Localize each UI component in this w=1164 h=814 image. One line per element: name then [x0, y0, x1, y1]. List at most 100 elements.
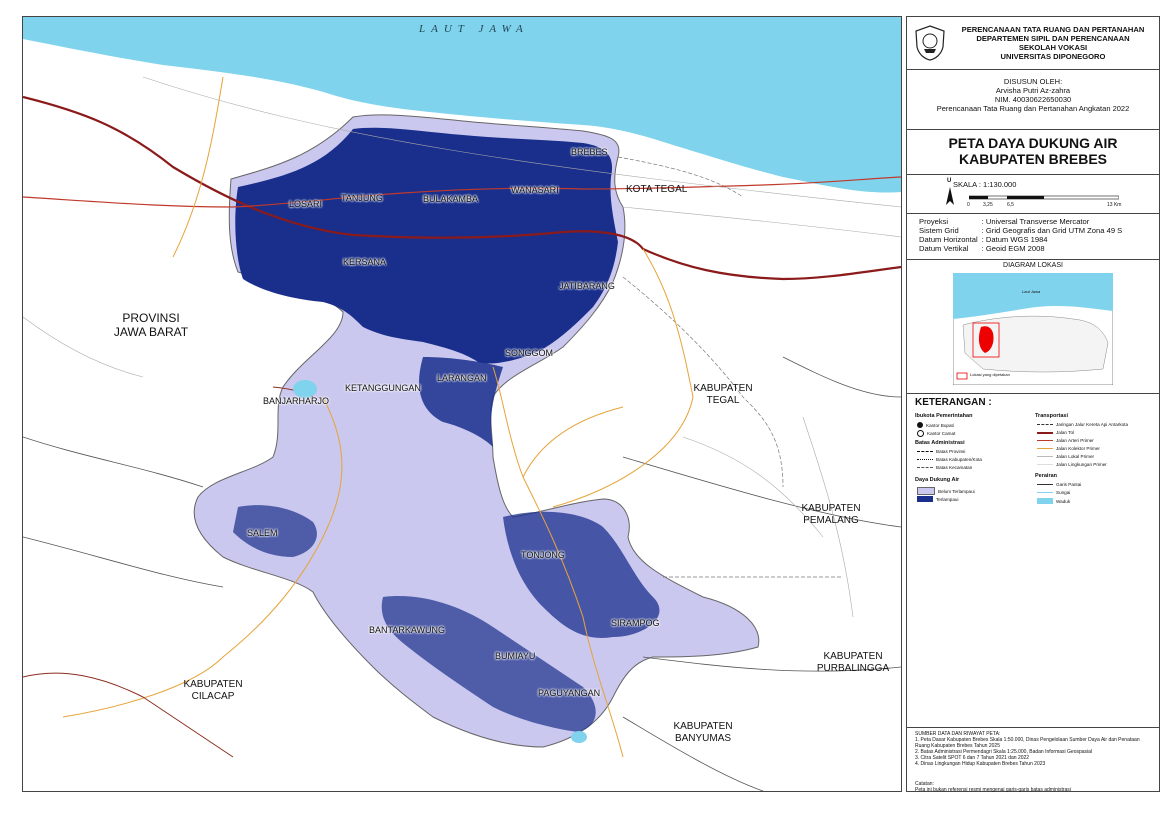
arterial-road-icon: [1037, 439, 1053, 442]
institution-line-3: SEKOLAH VOKASI: [1018, 43, 1088, 52]
collector-road: [62, 76, 694, 758]
provincial-boundary: [23, 356, 901, 791]
exceeded-bumiayu-zone: [381, 596, 596, 732]
exceeded-central-zone: [419, 357, 503, 447]
projection-block: Proyeksi: Universal Transverse Mercator …: [907, 213, 1159, 260]
province-label: PROVINSI JAWA BARAT: [113, 311, 189, 339]
kec-sirampog: SIRAMPOG: [611, 618, 660, 628]
scale-block: SKALA : 1:130.000 U 0 3,25 6,5 13 Km: [907, 175, 1159, 214]
location-diagram-block: DIAGRAM LOKASI Laut Jawa Lokasi yang dip…: [907, 259, 1159, 394]
scale-tick-3: 13 Km: [1107, 202, 1122, 208]
proj-val: : Datum WGS 1984: [981, 235, 1048, 244]
map-title-block: PETA DAYA DUKUNG AIR KABUPATEN BREBES: [907, 129, 1159, 175]
scale-bar: [969, 195, 1119, 200]
kec-jatibarang: JATIBARANG: [559, 281, 615, 291]
exceeded-salem-zone: [233, 505, 317, 557]
kec-songgom: SONGGOM: [505, 348, 554, 358]
kec-bantarkawung: BANTARKAWUNG: [369, 625, 446, 635]
author-heading: DISUSUN OLEH:: [1003, 77, 1063, 86]
map-canvas: [23, 17, 901, 791]
legend-batas-provinsi: Batas Provinsi: [936, 449, 966, 454]
source-2: 2. Batas Administrasi Permendagri Skala …: [915, 749, 1093, 755]
legend-perairan-title: Perairan: [1035, 473, 1058, 479]
legend-arterial: Jalan Arteri Primer: [1056, 438, 1094, 443]
label-kab-cilacap: KABUPATEN CILACAP: [183, 679, 243, 702]
north-arrow-icon: [946, 187, 954, 205]
local-road-icon: [1037, 456, 1053, 457]
kantor-bupati-icon: [917, 422, 923, 428]
river-icon: [1037, 492, 1053, 493]
source-1: 1. Peta Dasar Kabupaten Brebes Skala 1:5…: [915, 737, 1140, 749]
legend-collector: Jalan Kolektor Primer: [1056, 446, 1100, 451]
legend-ibukota-title: Ibukota Pemerintahan: [915, 413, 973, 419]
location-inset-map: [953, 273, 1113, 385]
legend-block: KETERANGAN : Ibukota Pemerintahan Kantor…: [907, 393, 1159, 728]
proj-key: Datum Horizontal: [919, 235, 978, 244]
note-text: Peta ini bukan referensi resmi mengenai …: [915, 787, 1071, 793]
location-title: DIAGRAM LOKASI: [1003, 262, 1063, 269]
location-sea-label: Laut Jawa: [1022, 289, 1041, 294]
belum-terlampaui-swatch: [917, 487, 935, 495]
proj-val: : Geoid EGM 2008: [981, 244, 1045, 253]
source-4: 4. Dinas Lingkungan Hidup Kabupaten Breb…: [915, 761, 1046, 767]
sources-block: SUMBER DATA DAN RIWAYAT PETA: 1. Peta Da…: [907, 727, 1159, 793]
reservoir: [293, 380, 317, 398]
label-kab-tegal: KABUPATEN TEGAL: [693, 383, 753, 406]
kec-bulakamba: BULAKAMBA: [423, 194, 479, 204]
legend-batas-kabupaten: Batas Kabupaten/Kota: [936, 457, 982, 462]
kec-wanasari: WANASARI: [511, 185, 559, 195]
legend-terlampaui: Terlampaui: [936, 496, 959, 502]
institution-line-1: PERENCANAAN TATA RUANG DAN PERTANAHAN: [961, 25, 1145, 34]
author-nim: NIM. 40030622650030: [994, 95, 1072, 104]
kabupaten-boundary: [617, 156, 843, 578]
sea-label: LAUT JAWA: [419, 23, 529, 35]
map-title-line-2: KABUPATEN BREBES: [958, 151, 1108, 167]
kantor-camat-icon: [917, 430, 924, 437]
kec-kersana: KERSANA: [343, 257, 387, 267]
map-title-line-1: PETA DAYA DUKUNG AIR: [948, 135, 1118, 151]
author-block: DISUSUN OLEH: Arvisha Putri Az-zahra NIM…: [907, 69, 1159, 130]
proj-val: : Grid Geografis dan Grid UTM Zona 49 S: [981, 226, 1123, 235]
railway-icon: [1037, 424, 1053, 425]
university-logo-icon: [915, 25, 945, 61]
label-kota-tegal: KOTA TEGAL: [626, 184, 688, 195]
kec-ketanggungan: KETANGGUNGAN: [345, 383, 421, 393]
legend-kantor-bupati: Kantor Bupati: [926, 422, 954, 428]
legend-reservoir: Waduk: [1056, 498, 1071, 504]
scale-tick-0: 0: [967, 202, 970, 208]
map-frame[interactable]: LAUT JAWA PROVINSI JAWA BARAT KOTA TEGAL…: [22, 16, 902, 792]
proj-key: Sistem Grid: [919, 226, 959, 235]
batas-kabupaten-icon: [917, 459, 933, 460]
source-3: 3. Citra Satelit SPOT 6 dan 7 Tahun 2021…: [915, 755, 1030, 761]
kec-tonjong: TONJONG: [521, 550, 565, 560]
kec-salem: SALEM: [247, 528, 278, 538]
note-title: Catatan:: [915, 781, 934, 787]
legend-neighborhood: Jalan Lingkungan Primer: [1056, 462, 1107, 467]
location-legend-label: Lokasi yang dipetakan: [970, 372, 1010, 377]
info-panel: PERENCANAAN TATA RUANG DAN PERTANAHAN DE…: [906, 16, 1160, 793]
label-kab-purbalingga: KABUPATEN PURBALINGGA: [816, 651, 890, 674]
north-letter: U: [947, 178, 952, 184]
author-name: Arvisha Putri Az-zahra: [995, 86, 1071, 95]
label-kab-banyumas: KABUPATEN BANYUMAS: [673, 721, 733, 744]
legend-coastline: Garis Pantai: [1056, 482, 1082, 487]
batas-kecamatan-icon: [917, 467, 933, 468]
legend-local: Jalan Lokal Primer: [1056, 454, 1095, 459]
collector-road-icon: [1037, 448, 1053, 449]
label-kab-pemalang: KABUPATEN PEMALANG: [801, 503, 861, 526]
proj-key: Datum Vertikal: [919, 244, 969, 253]
kec-losari: LOSARI: [289, 199, 323, 209]
scale-tick-2: 6,5: [1007, 202, 1014, 208]
scale-label: SKALA : 1:130.000: [953, 180, 1017, 189]
institution-line-4: UNIVERSITAS DIPONEGORO: [1000, 52, 1106, 61]
kec-bumiayu: BUMIAYU: [495, 651, 536, 661]
institution-line-2: DEPARTEMEN SIPIL DAN PERENCANAAN: [976, 34, 1130, 43]
kec-paguyangan: PAGUYANGAN: [538, 688, 601, 698]
reservoir-icon: [1037, 498, 1053, 504]
exceeded-north-zone: [235, 127, 618, 364]
kec-banjarharjo: BANJARHARJO: [263, 396, 330, 406]
coastline-icon: [1037, 484, 1053, 485]
legend-railway: Jaringan Jalur Kereta Api Antarkota: [1056, 422, 1129, 427]
local-roads: [23, 76, 901, 618]
